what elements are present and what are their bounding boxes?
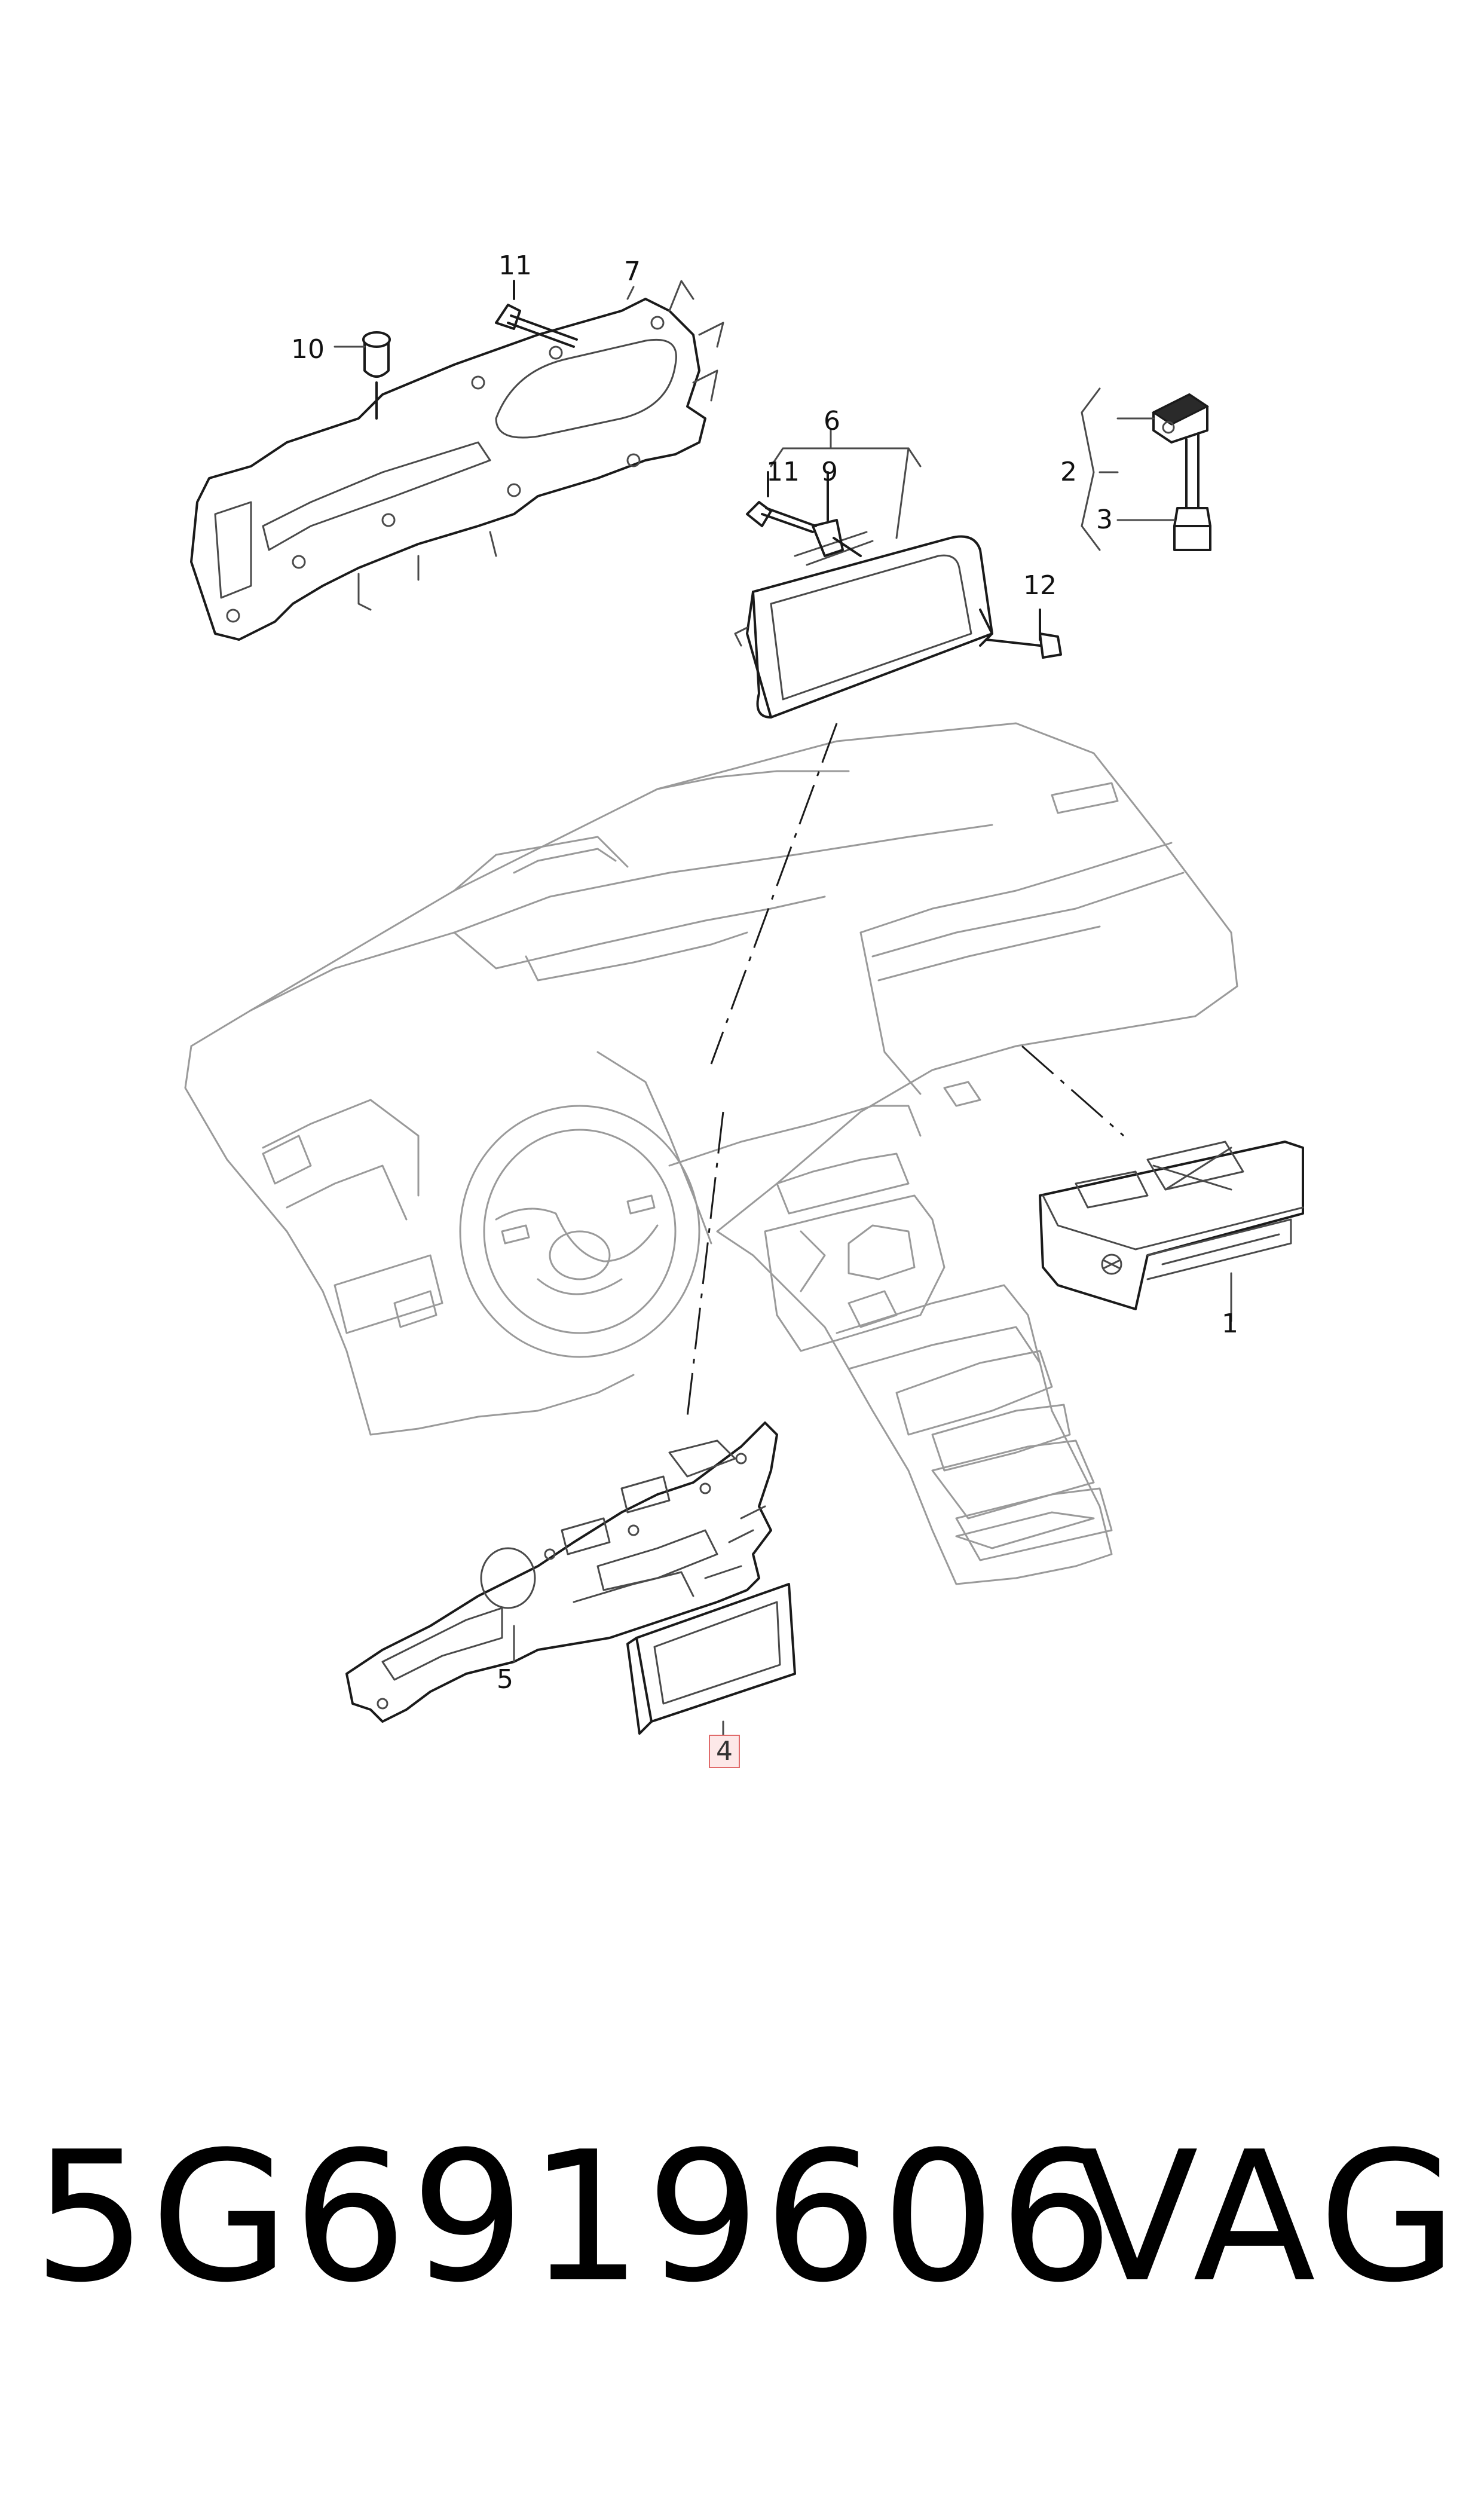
screw-part-11-display [746,471,817,533]
callout-6: 6 [824,406,840,436]
screw-part-11-upper [495,280,578,348]
callout-12: 12 [1023,570,1057,601]
leader-7 [626,286,635,300]
brand-text: VAG [1076,2113,1464,2322]
callout-6-bracket [770,429,922,539]
carrier-bracket-part-7 [190,280,724,641]
callout-3: 3 [1096,505,1113,535]
callout-11-upper: 11 [498,250,532,281]
instrument-carrier-part-5 [345,1421,778,1723]
callout-11-display: 11 [766,457,800,487]
exploded-parts-diagram [184,280,1304,1738]
callout-2: 2 [1060,457,1077,487]
assembly-line-cluster [686,1111,724,1417]
callout-1: 1 [1222,1309,1238,1339]
callout-4-highlighted[interactable]: 4 [709,1735,740,1768]
nut-part-9 [812,471,862,557]
assembly-line-glovebox [1021,1045,1124,1137]
glovebox-unit-part-1 [1039,1141,1304,1316]
display-bezel-part-4 [626,1583,796,1738]
display-part-6 [734,531,993,719]
clip-part-10 [362,331,391,420]
assembly-line-display [710,723,838,1065]
screw-part-12 [985,609,1062,659]
dashboard-outline [184,722,1238,1585]
callout-5: 5 [497,1664,513,1695]
callout-7: 7 [624,256,641,287]
callout-10: 10 [291,334,325,365]
callout-9: 9 [821,457,838,487]
sensor-part-2-and-3 [1081,387,1211,551]
part-number-text: 5G6919606 [33,2113,1117,2322]
